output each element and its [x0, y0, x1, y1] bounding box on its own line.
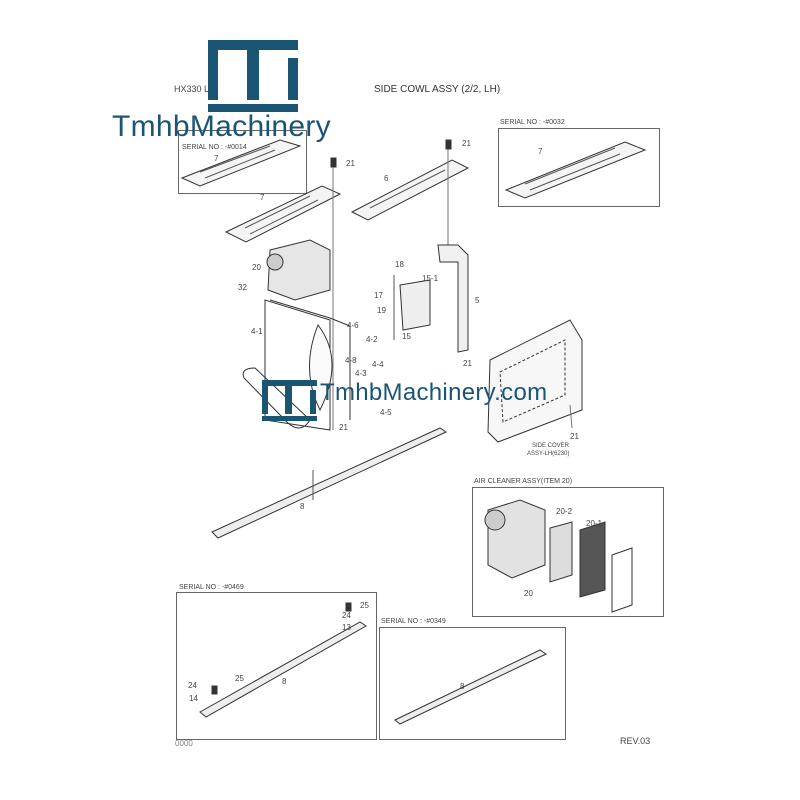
callout: 21: [462, 139, 471, 148]
air-cleaner-box: [472, 487, 664, 617]
callout: 21: [463, 359, 472, 368]
callout: 20-1: [586, 519, 603, 528]
serial-box-bottom-left: [176, 592, 377, 740]
callout: 32: [238, 283, 247, 292]
callout: 14: [189, 694, 198, 703]
callout: 24: [342, 611, 351, 620]
callout: 4-6: [347, 321, 359, 330]
plate-part: [224, 185, 342, 243]
watermark-brand: TmhbMachinery: [112, 110, 331, 143]
callout: 15: [402, 332, 411, 341]
callout: 15-1: [422, 274, 439, 283]
callout: 21: [346, 159, 355, 168]
page-number: 0000: [175, 739, 193, 748]
tank-part: [399, 279, 431, 331]
plate-part: [350, 159, 470, 221]
callout: 13: [342, 623, 351, 632]
callout: 4-1: [251, 327, 263, 336]
filter-part: [549, 521, 573, 583]
callout: 7: [260, 193, 265, 202]
cover-part: [611, 547, 633, 613]
callout: 24: [188, 681, 197, 690]
callout: 21: [570, 432, 579, 441]
callout: 7: [214, 154, 219, 163]
callout: 20: [524, 589, 533, 598]
side-cover-label: ASSY-LH(6230): [527, 451, 570, 457]
callout: 20: [252, 263, 261, 272]
callout: 4-4: [372, 360, 384, 369]
model-label: HX330 L: [174, 84, 210, 94]
callout: 4-3: [355, 369, 367, 378]
callout: 5: [475, 296, 480, 305]
callout: 17: [374, 291, 383, 300]
serial-label: SERIAL NO : -#0469: [179, 584, 244, 591]
bar-part: [394, 649, 548, 725]
callout: 8: [460, 682, 465, 691]
serial-label: SERIAL NO : -#0014: [182, 144, 247, 151]
diagram-title: SIDE COWL ASSY (2/2, LH): [374, 84, 501, 95]
revision-label: REV.03: [620, 736, 651, 746]
callout: 4-5: [380, 408, 392, 417]
callout: 4-8: [345, 356, 357, 365]
serial-label: SERIAL NO : -#0032: [500, 119, 565, 126]
side-cover-part: [487, 319, 583, 443]
serial-label: SERIAL NO : -#0349: [381, 618, 446, 625]
watermark-brand-url: TmhbMachinery.com: [320, 379, 548, 406]
callout: 20-2: [556, 507, 573, 516]
callout: 6: [384, 174, 389, 183]
serial-box-top-right: [498, 128, 660, 207]
bar-part: [211, 427, 448, 539]
callout: 8: [300, 502, 305, 511]
callout: 8: [282, 677, 287, 686]
air-cleaner-part: [267, 239, 331, 301]
callout: 25: [360, 601, 369, 610]
plate-part: [504, 141, 647, 199]
callout: 4-2: [366, 335, 378, 344]
serial-box-top-left: [178, 130, 307, 194]
serial-box-bottom-mid: [379, 627, 566, 740]
filter-part: [579, 521, 606, 598]
callout: 25: [235, 674, 244, 683]
air-cleaner-label: AIR CLEANER ASSY(ITEM 20): [474, 478, 573, 485]
callout: 7: [538, 147, 543, 156]
callout: 21: [339, 423, 348, 432]
side-cover-label: SIDE COVER: [532, 443, 570, 449]
callout: 18: [395, 260, 404, 269]
callout: 19: [377, 306, 386, 315]
bar-part: [199, 621, 367, 718]
bracket-part: [437, 244, 469, 353]
